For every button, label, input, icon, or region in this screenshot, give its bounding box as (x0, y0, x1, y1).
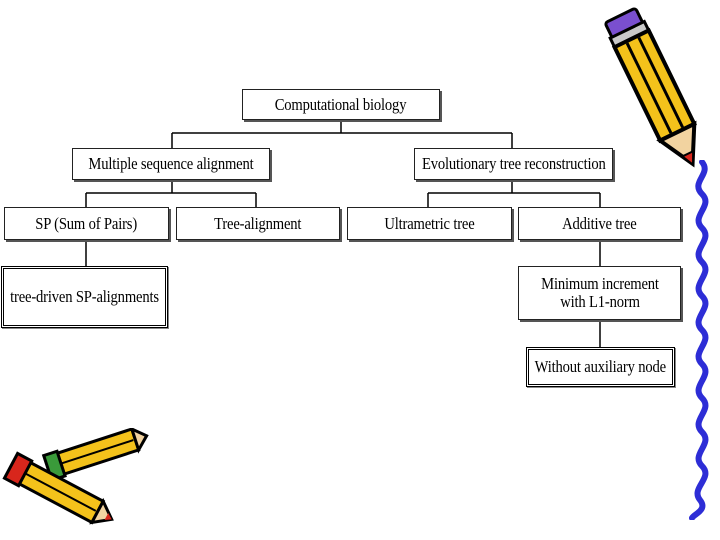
node-multiple-sequence-alignment: Multiple sequence alignment (72, 148, 270, 180)
node-label: Ultrametric tree (384, 213, 475, 233)
node-tree-alignment: Tree-alignment (176, 207, 340, 240)
crossed-pencils-icon (2, 428, 149, 525)
node-minimum-increment: Minimum increment with L1-norm (518, 266, 681, 320)
node-label: Tree-alignment (214, 213, 302, 233)
node-label: SP (Sum of Pairs) (35, 213, 138, 233)
pencil-icon (604, 7, 697, 168)
node-label: tree-driven SP-alignments (10, 287, 159, 307)
node-label: Computational biology (275, 94, 407, 114)
node-tree-driven-sp-alignments: tree-driven SP-alignments (1, 266, 168, 328)
node-computational-biology: Computational biology (242, 89, 440, 120)
node-sp-sum-of-pairs: SP (Sum of Pairs) (4, 207, 169, 240)
node-label: Without auxiliary node (534, 357, 667, 377)
node-without-auxiliary-node: Without auxiliary node (526, 347, 675, 387)
node-additive-tree: Additive tree (518, 207, 681, 240)
node-label: Evolutionary tree reconstruction (421, 154, 606, 174)
node-ultrametric-tree: Ultrametric tree (347, 207, 512, 240)
node-label: Multiple sequence alignment (88, 154, 254, 174)
node-evolutionary-tree-reconstruction: Evolutionary tree reconstruction (414, 148, 613, 180)
node-label: Minimum increment with L1-norm (540, 274, 659, 311)
squiggle-border-icon (689, 160, 709, 520)
node-label: Additive tree (562, 213, 637, 233)
